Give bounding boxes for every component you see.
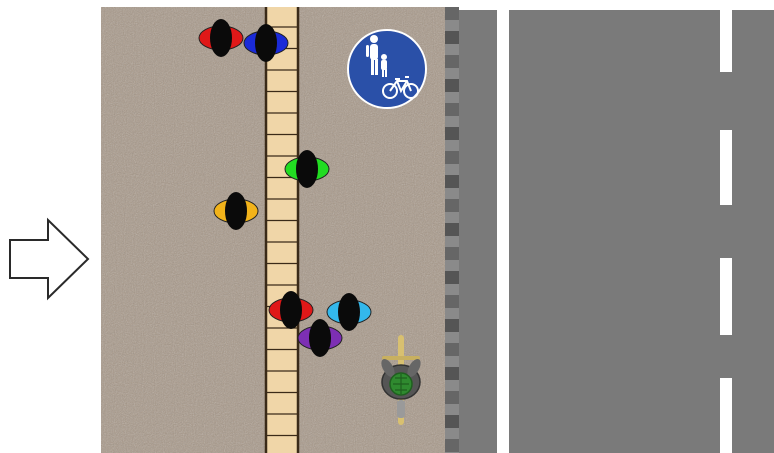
shared-path-sign-icon (348, 30, 426, 108)
road-edge-line (497, 10, 509, 453)
tactile-paving-strip (266, 7, 298, 453)
curb (445, 7, 459, 453)
right-arrow-icon (10, 220, 88, 298)
road (459, 10, 774, 453)
